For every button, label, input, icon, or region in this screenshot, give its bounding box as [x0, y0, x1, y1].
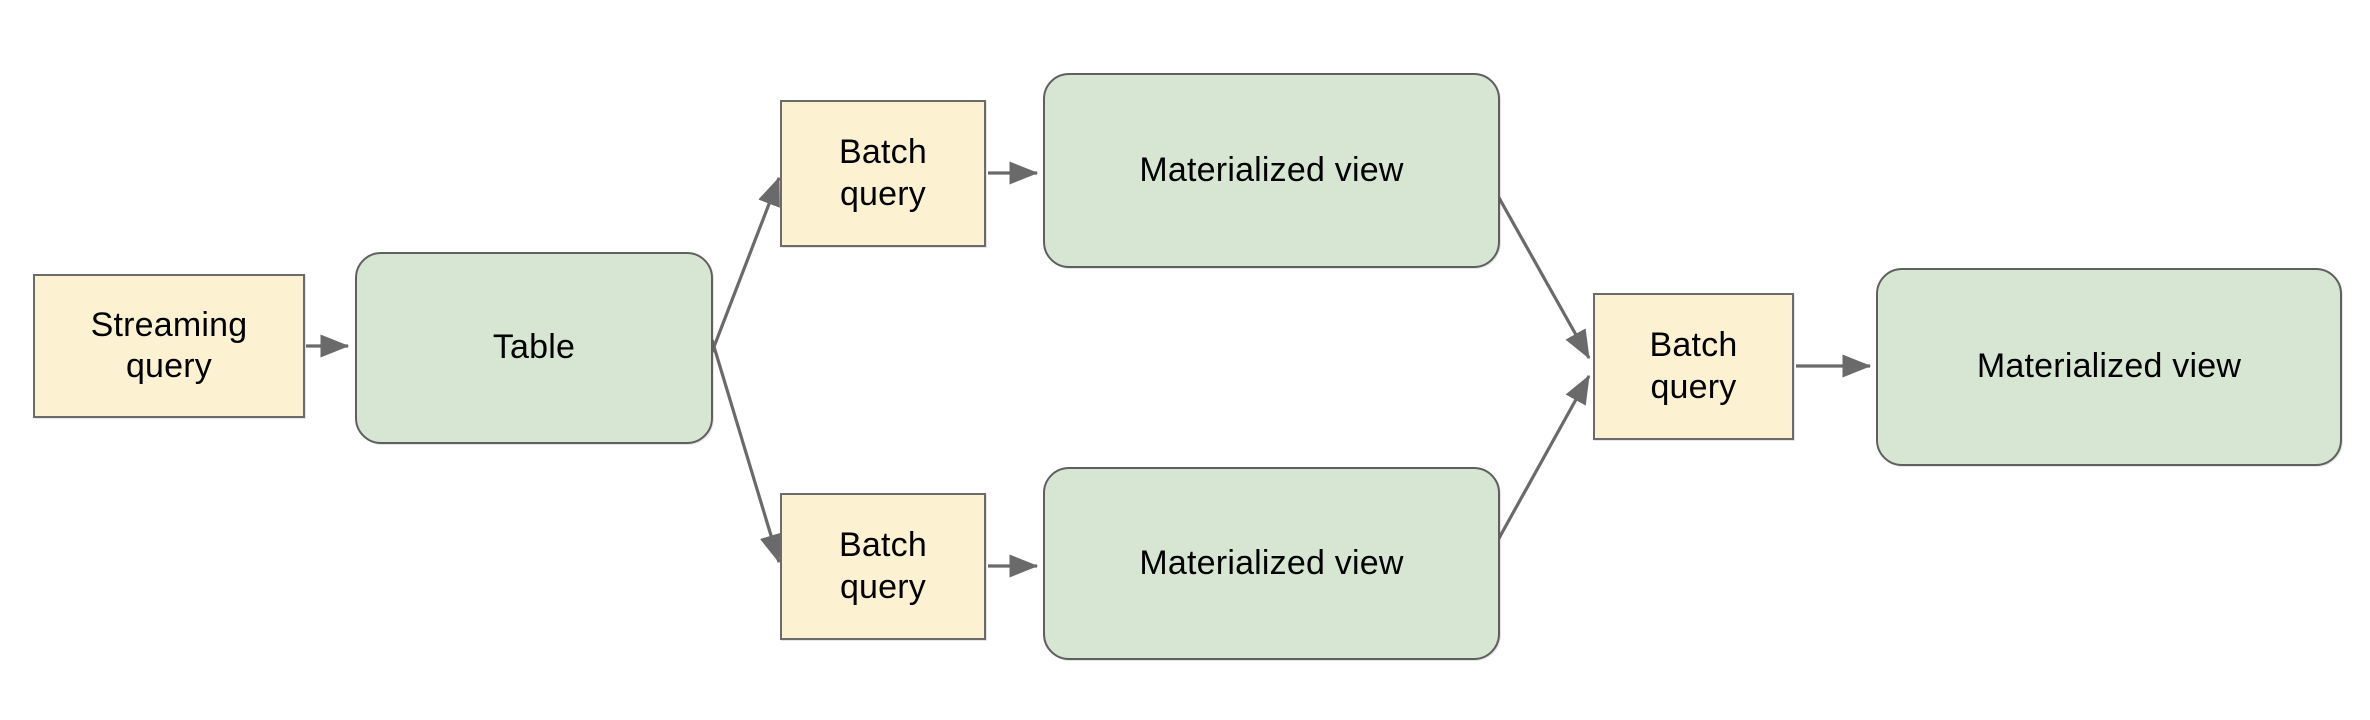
node-materialized-view-top[interactable]: Materialized view [1043, 73, 1500, 268]
node-streaming-query[interactable]: Streaming query [33, 274, 305, 418]
node-batch-query-right[interactable]: Batch query [1593, 293, 1794, 440]
edge-table-to-batch-query-bottom [710, 339, 783, 564]
node-table-label: Table [492, 328, 576, 367]
node-materialized-view-right-label: Materialized view [1976, 347, 2242, 386]
node-batch-query-right-label: Batch query [1649, 326, 1738, 406]
edge-materialized-view-bottom-to-batch-query-right [1496, 374, 1591, 541]
node-materialized-view-top-label: Materialized view [1139, 150, 1404, 189]
node-batch-query-top-label: Batch query [839, 133, 927, 213]
node-materialized-view-right[interactable]: Materialized view [1876, 268, 2342, 466]
node-table[interactable]: Table [355, 252, 713, 444]
node-streaming-query-label: Streaming query [90, 305, 248, 385]
node-materialized-view-bottom-label: Materialized view [1139, 543, 1404, 582]
node-materialized-view-bottom[interactable]: Materialized view [1043, 467, 1500, 660]
node-batch-query-bottom-label: Batch query [839, 526, 927, 606]
node-batch-query-top[interactable]: Batch query [780, 100, 986, 247]
edge-table-to-batch-query-top [710, 176, 781, 353]
edge-materialized-view-top-to-batch-query-right [1496, 195, 1591, 360]
node-batch-query-bottom[interactable]: Batch query [780, 493, 986, 640]
